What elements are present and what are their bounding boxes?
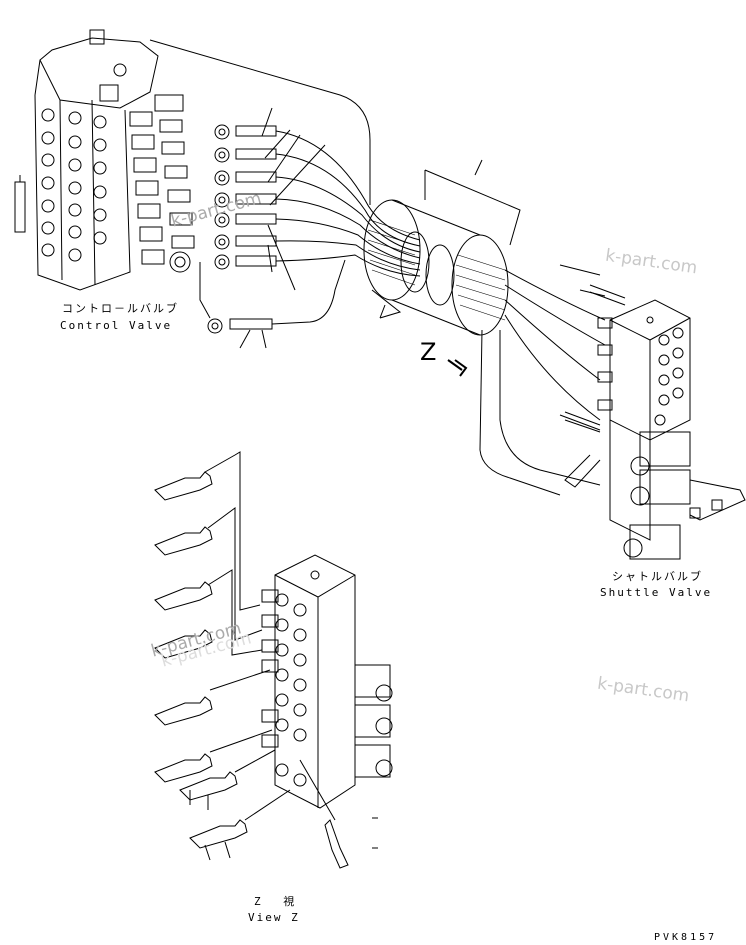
routing-outline [149, 39, 371, 319]
leader-lines [239, 107, 326, 349]
control-valve-label-jp: コントロ－ルバルブ [62, 302, 179, 315]
hose-clamps [363, 159, 521, 336]
view-z-label-jp: Z 視 [254, 895, 303, 908]
control-valve-caps [41, 108, 107, 262]
control-valve-fittings [129, 94, 195, 273]
shuttle-valve [564, 284, 746, 560]
view-z-fittings [154, 471, 349, 869]
view-z-leaders [189, 790, 378, 861]
shuttle-valve-label-en: Shuttle Valve [600, 586, 713, 599]
view-z-label-en: View Z [248, 911, 300, 924]
hose-connectors [207, 124, 277, 334]
view-letter: Z [420, 338, 437, 366]
hose-bundle [271, 130, 421, 325]
control-valve [14, 29, 195, 291]
drawing-code: PVK8157 [654, 932, 718, 943]
control-valve-label-en: Control Valve [60, 319, 173, 332]
view-z-valve-block [261, 554, 393, 809]
solenoid-blocks [623, 431, 746, 560]
shuttle-valve-label-jp: シャトルバルブ [612, 570, 703, 583]
view-z-arrow [447, 359, 468, 377]
hose-bundle-right [479, 264, 606, 496]
